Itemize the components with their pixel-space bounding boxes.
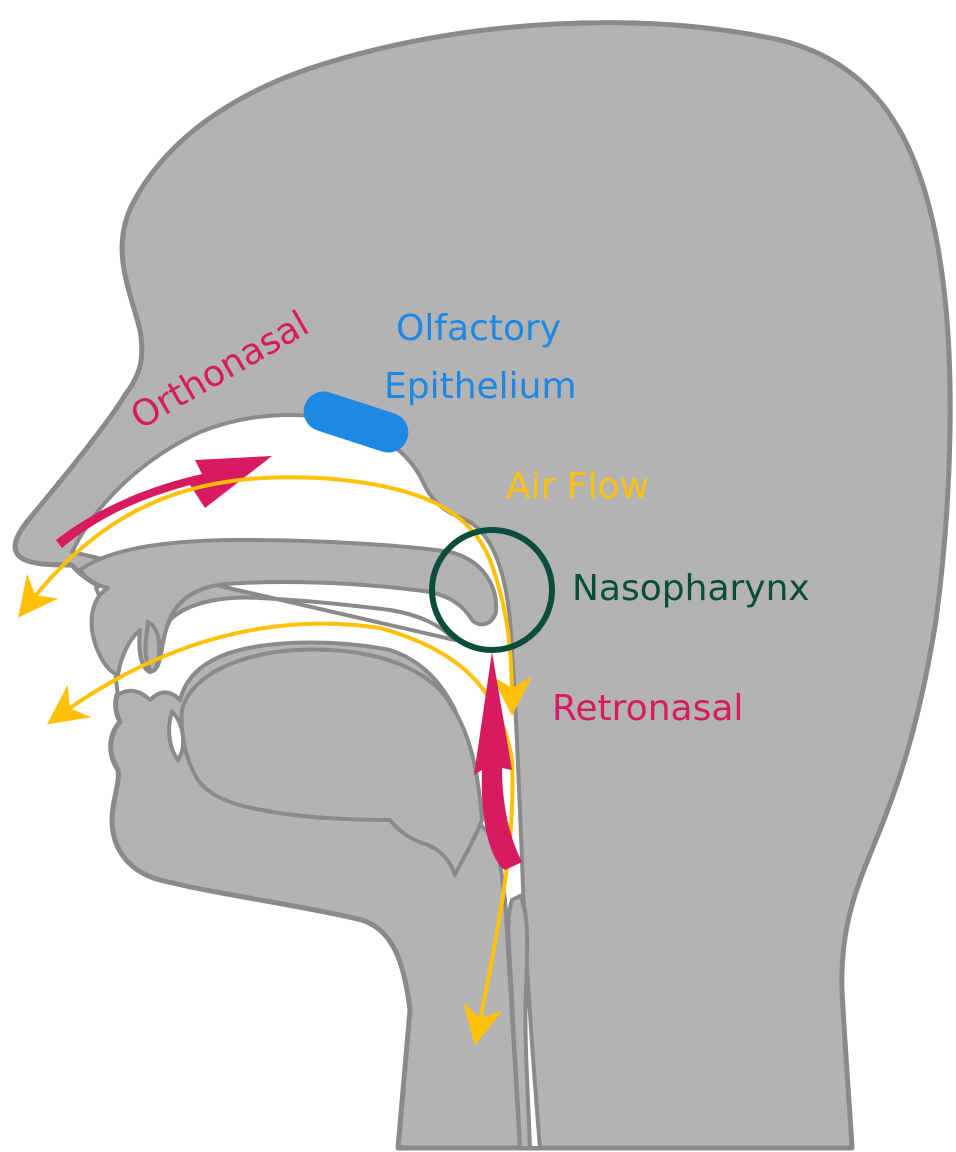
olfactory-label-line1: Olfactory	[396, 308, 561, 349]
air-flow-label: Air Flow	[506, 466, 649, 507]
olfactory-label-line2: Epithelium	[384, 366, 577, 407]
nasopharynx-label: Nasopharynx	[572, 568, 810, 609]
retronasal-label: Retronasal	[552, 688, 743, 729]
